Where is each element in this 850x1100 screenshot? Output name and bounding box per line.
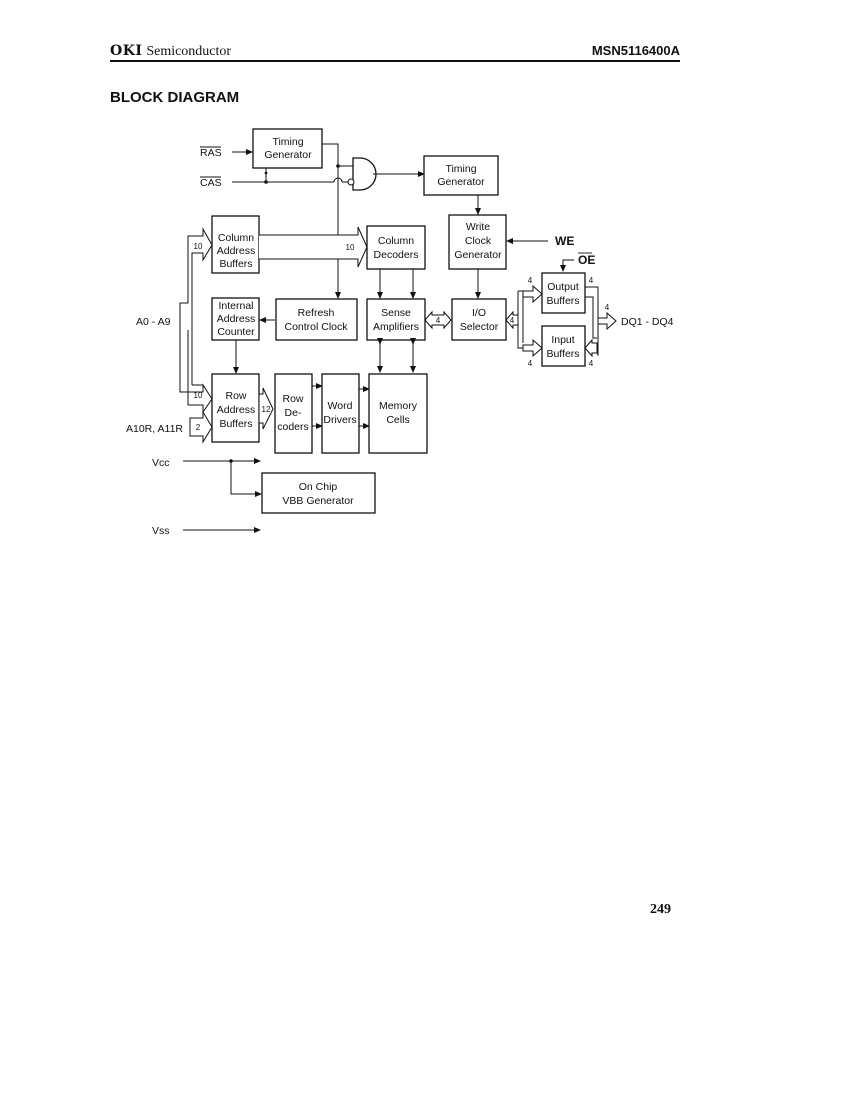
column-address-buffers: Column Address Buffers (211, 215, 260, 274)
word-drivers: Word Drivers (321, 373, 360, 454)
in-buf-in-arrow (522, 338, 543, 358)
io-selector: I/O Selector (451, 298, 507, 341)
part-number: MSN5116400A (591, 43, 680, 58)
a10r-a11r-bus (189, 410, 213, 444)
a10r-a11r-signal: A10R, A11R (126, 423, 183, 435)
word-drv-line-2: Drivers (323, 414, 356, 426)
io-sel-line-1: I/O (472, 307, 486, 319)
header-rule (110, 60, 680, 62)
io-sel-line-2: Selector (460, 321, 499, 333)
column-decoders: Column Decoders (366, 225, 426, 270)
bus-width-out-buf-in: 4 (528, 276, 533, 285)
counter-line-3: Counter (217, 326, 255, 338)
vcc-to-vbb-wire (230, 461, 262, 497)
timing-gen-1-line-1: Timing (272, 136, 303, 148)
row-address-buffers: Row Address Buffers (211, 373, 260, 443)
bus-width-io-buf: 4 (510, 316, 515, 325)
out-buf-line-1: Output (547, 281, 579, 293)
col-addr-buf-line-1: Column (218, 232, 254, 244)
wcg-line-3: Generator (454, 249, 502, 261)
buffers-left-bus (517, 290, 524, 349)
counter-line-2: Address (217, 313, 256, 325)
row-dec-line-3: coders (277, 421, 309, 433)
word-drv-line-1: Word (328, 400, 353, 412)
a0-a9-signal: A0 - A9 (136, 316, 171, 328)
write-clock-generator: Write Clock Generator (448, 214, 507, 270)
in-buf-line-1: Input (551, 334, 574, 346)
input-buffers: Input Buffers (541, 325, 586, 367)
out-buf-in-arrow (522, 284, 543, 304)
row-addr-buf-line-1: Row (225, 390, 246, 402)
vbb-line-1: On Chip (299, 481, 338, 493)
output-buffers: Output Buffers (541, 272, 586, 314)
row-addr-buf-line-2: Address (217, 404, 256, 416)
mem-line-1: Memory (379, 400, 418, 412)
out-buf-line-2: Buffers (546, 295, 579, 307)
brand-logo: OKI (110, 43, 143, 59)
vcc-signal: Vcc (152, 457, 170, 469)
bus-width-col-addr: 10 (194, 242, 203, 251)
vbb-line-2: VBB Generator (282, 495, 354, 507)
sense-io-bus (424, 310, 452, 330)
bus-width-row-dec: 12 (262, 405, 271, 414)
row-addr-to-decoders-bus (258, 387, 274, 430)
tg1-output-wire (322, 143, 341, 299)
brand-suffix: Semiconductor (146, 44, 232, 59)
bus-width-row-addr: 10 (194, 391, 203, 400)
timing-gen-2-line-2: Generator (437, 176, 485, 188)
timing-generator-2: Timing Generator (423, 155, 499, 196)
wcg-line-2: Clock (465, 235, 492, 247)
a0-a9-bus-lower (179, 330, 213, 414)
wcg-line-1: Write (466, 221, 490, 233)
junction-dot (264, 171, 268, 175)
timing-gen-2-line-1: Timing (445, 163, 476, 175)
timing-gen-1-line-2: Generator (264, 149, 312, 161)
vbb-generator: On Chip VBB Generator (261, 472, 376, 514)
row-addr-buf-line-3: Buffers (219, 418, 252, 430)
dq-signal: DQ1 - DQ4 (621, 316, 674, 328)
memory-cells: Memory Cells (368, 373, 428, 454)
row-dec-line-1: Row (282, 393, 303, 405)
page-number: 249 (650, 902, 671, 917)
bus-width-col-dec: 10 (346, 243, 355, 252)
col-addr-buf-line-2: Address (217, 245, 256, 257)
bus-width-out-buf-out: 4 (589, 276, 594, 285)
we-signal: WE (555, 234, 574, 248)
sense-line-1: Sense (381, 307, 411, 319)
section-title: BLOCK DIAGRAM (110, 89, 240, 106)
and-gate (347, 157, 377, 191)
header-brand: OKI Semiconductor (110, 42, 231, 60)
bus-width-in-buf-in: 4 (528, 359, 533, 368)
bus-width-row-high: 2 (196, 423, 201, 432)
dq-bus-arrow (597, 311, 617, 331)
sense-line-2: Amplifiers (373, 321, 419, 333)
row-dec-line-2: De- (285, 407, 302, 419)
refresh-control-clock: Refresh Control Clock (275, 298, 358, 341)
timing-generator-1: Timing Generator (252, 128, 323, 169)
junction-dot (264, 180, 268, 184)
bus-width-sense-io: 4 (436, 316, 441, 325)
vss-signal: Vss (152, 525, 170, 537)
oe-signal: OE (578, 253, 595, 267)
col-addr-buf-line-3: Buffers (219, 258, 252, 270)
mem-line-2: Cells (386, 414, 409, 426)
bus-width-in-buf-out: 4 (589, 359, 594, 368)
a0-a9-bus-upper (179, 227, 213, 314)
refresh-line-1: Refresh (298, 307, 335, 319)
oe-wire (560, 259, 574, 272)
in-buf-line-2: Buffers (546, 348, 579, 360)
sense-amplifiers: Sense Amplifiers (366, 298, 426, 341)
internal-address-counter: Internal Address Counter (211, 297, 260, 341)
junction-dot (336, 164, 340, 168)
bus-width-dq: 4 (605, 303, 610, 312)
refresh-line-2: Control Clock (284, 321, 348, 333)
row-decoders: Row De- coders (274, 373, 313, 454)
col-dec-line-2: Decoders (374, 249, 419, 261)
ras-signal: RAS (200, 147, 222, 159)
in-buf-out-arrow (584, 338, 598, 358)
col-dec-line-1: Column (378, 235, 414, 247)
cas-signal: CAS (200, 177, 222, 189)
counter-line-1: Internal (218, 300, 253, 312)
